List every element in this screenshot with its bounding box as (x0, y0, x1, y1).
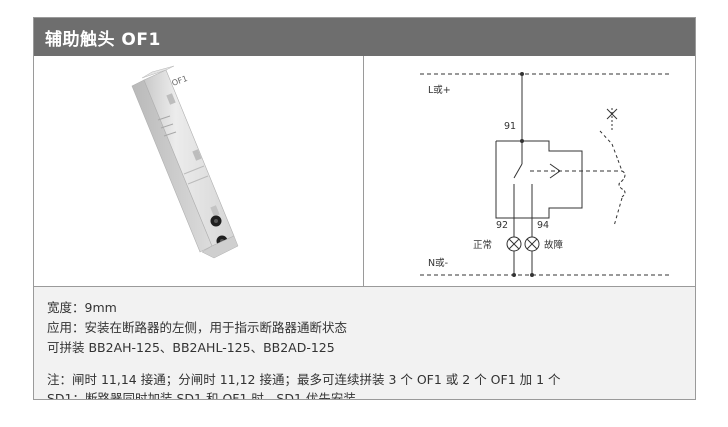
application-spec: 应用：安装在断路器的左侧，用于指示断路器通断状态 (47, 320, 348, 335)
bottom-rail-label: N或- (428, 257, 448, 269)
card-header: 辅助触头 OF1 (34, 18, 695, 56)
lamp-normal-label: 正常 (473, 239, 492, 251)
terminal-94-label: 94 (537, 220, 549, 231)
note-line-2: SD1；断路器同时加装 SD1 和 OF1 时，SD1 优先安装。 (47, 391, 369, 400)
top-rail-label: L或+ (428, 84, 451, 96)
compatible-spec: 可拼装 BB2AH-125、BB2AHL-125、BB2AD-125 (47, 340, 335, 355)
width-spec: 宽度：9mm (47, 300, 117, 315)
module-label: OF1 (171, 74, 189, 88)
card-title: 辅助触头 OF1 (45, 30, 161, 50)
wiring-diagram-cell: L或+ N或- 91 92 94 正常 故障 (364, 56, 695, 287)
terminal-92-label: 92 (496, 220, 508, 231)
of1-module (131, 65, 239, 259)
product-card: 辅助触头 OF1 (33, 17, 696, 400)
lamp-fault-label: 故障 (544, 239, 564, 251)
note-line-1: 注：闸时 11,14 接通；分闸时 11,12 接通；最多可连续拼装 3 个 O… (47, 372, 561, 387)
wiring-diagram: L或+ N或- 91 92 94 正常 故障 (420, 72, 670, 277)
spec-text-area: 宽度：9mm 应用：安装在断路器的左侧，用于指示断路器通断状态 可拼装 BB2A… (34, 287, 695, 399)
product-photo: OF1 (131, 65, 239, 259)
terminal-91-label: 91 (504, 121, 516, 132)
product-photo-cell: OF1 (34, 56, 364, 287)
